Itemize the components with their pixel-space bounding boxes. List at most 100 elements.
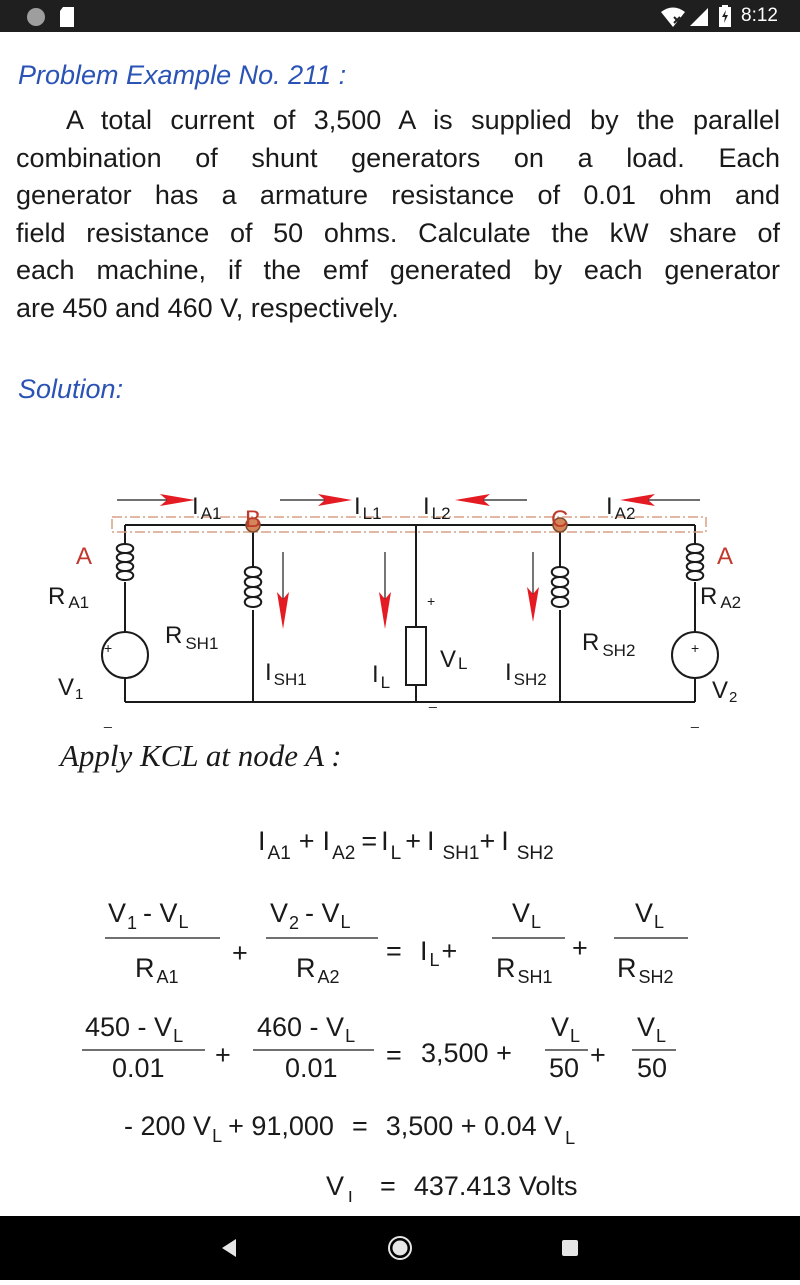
arrow-i-a2	[620, 494, 700, 506]
i-a1-sub: A1	[201, 504, 222, 523]
i-sh1-sub: SH1	[274, 670, 307, 689]
svg-text:+: +	[590, 1040, 606, 1070]
generator-1	[101, 631, 149, 679]
v1-label: V	[58, 674, 74, 701]
r-a2-sub: A2	[720, 593, 741, 612]
r-sh1-label: R	[165, 622, 182, 649]
r-sh1-sub: SH1	[185, 634, 218, 653]
node-b-label: B	[245, 506, 261, 533]
i-sh1-label: I	[265, 659, 272, 686]
home-circle-icon	[388, 1236, 412, 1260]
i-l2-label: I	[423, 493, 430, 520]
problem-line: each machine, if the emf generated by ea…	[16, 255, 780, 285]
load-plus-sign: +	[427, 593, 435, 609]
svg-text:450 - VL: 450 - VL	[85, 1012, 183, 1046]
sd-card-icon	[60, 7, 74, 27]
arrow-i-l2	[455, 494, 527, 506]
svg-text:V1- VL: V1- VL	[108, 898, 189, 933]
recents-square-icon	[562, 1240, 578, 1256]
i-l-label: I	[372, 661, 379, 688]
load-minus-sign: _	[428, 692, 437, 708]
gen2-minus-sign: _	[690, 712, 699, 728]
svg-text:RA1: RA1	[48, 583, 89, 612]
i-sh2-label: I	[505, 659, 512, 686]
home-button[interactable]	[360, 1216, 440, 1280]
i-l1-label: I	[354, 493, 361, 520]
node-c-label: C	[551, 506, 568, 533]
problem-line: A total current of 3,500 A is supplied b…	[66, 105, 780, 135]
arrow-i-l1	[280, 494, 352, 506]
svg-text:VL: VL	[512, 898, 541, 932]
svg-text:IL2: IL2	[423, 493, 451, 523]
svg-text:0.01: 0.01	[112, 1053, 165, 1083]
battery-icon	[719, 5, 731, 27]
arrow-i-a1	[117, 494, 195, 506]
generator-2	[671, 631, 719, 679]
r-sh2-sub: SH2	[602, 641, 635, 660]
svg-text:IL+: IL+	[420, 936, 457, 970]
v-l-label: V	[440, 646, 456, 673]
load-resistor	[405, 626, 427, 686]
svg-text:+: +	[572, 933, 588, 963]
node-c-dot	[552, 517, 568, 533]
i-l2-sub: L2	[432, 504, 451, 523]
svg-text:+: +	[215, 1040, 231, 1070]
gen1-minus-sign: _	[103, 712, 112, 728]
svg-text:=: =	[386, 1040, 402, 1070]
r-a1-sub: A1	[68, 593, 89, 612]
status-bar: 8:12	[0, 0, 800, 32]
wifi-icon	[661, 7, 685, 27]
r-a1-label: R	[48, 583, 65, 610]
solution-title: Solution:	[18, 374, 124, 404]
navigation-bar	[0, 1216, 800, 1280]
problem-statement: A total current of 3,500 A is supplied b…	[16, 102, 780, 327]
back-button[interactable]	[190, 1216, 270, 1280]
armature-coil-a1	[115, 543, 135, 582]
node-b-dot	[245, 517, 261, 533]
svg-text:IA1: IA1	[192, 493, 221, 523]
equation-substituted: 450 - VL 0.01 + 460 - VL 0.01 = 3,500 + …	[82, 1012, 676, 1083]
svg-text:IL: IL	[372, 661, 390, 692]
signal-icon	[690, 8, 708, 26]
arrow-i-sh2	[527, 552, 539, 622]
i-a2-label: I	[606, 493, 613, 520]
problem-title: Problem Example No. 211 :	[18, 60, 347, 90]
svg-text:460 - VL: 460 - VL	[257, 1012, 355, 1046]
node-boundary	[111, 516, 707, 533]
svg-text:IA2: IA2	[606, 493, 635, 523]
r-sh2-label: R	[582, 629, 599, 656]
v2-sub: 2	[729, 689, 737, 706]
svg-text:50: 50	[549, 1053, 579, 1083]
svg-text:RA2: RA2	[296, 953, 340, 987]
i-a1-label: I	[192, 493, 199, 520]
v-l-sub: L	[458, 654, 467, 673]
kcl-heading: Apply KCL at node A :	[60, 738, 342, 773]
svg-text:VL: VL	[440, 646, 467, 673]
svg-text:+: +	[232, 938, 248, 968]
svg-text:RA2: RA2	[700, 583, 741, 612]
recents-button[interactable]	[530, 1216, 610, 1280]
svg-text:50: 50	[637, 1053, 667, 1083]
shunt-coil-sh1	[243, 566, 263, 609]
i-a2-sub: A2	[615, 504, 636, 523]
notification-dot-icon	[27, 8, 45, 26]
node-a-right-label: A	[717, 543, 733, 570]
problem-line: field resistance of 50 ohms. Calculate t…	[16, 217, 780, 248]
gen1-plus-sign: +	[104, 640, 112, 656]
r-a2-label: R	[700, 583, 717, 610]
svg-text:VL: VL	[551, 1012, 580, 1046]
clock: 8:12	[741, 5, 778, 26]
i-l-sub: L	[381, 673, 390, 692]
svg-text:3,500 +: 3,500 +	[421, 1038, 512, 1068]
arrow-i-sh1	[277, 552, 289, 629]
svg-text:VL: VL	[637, 1012, 666, 1046]
svg-text:V2: V2	[712, 677, 737, 706]
